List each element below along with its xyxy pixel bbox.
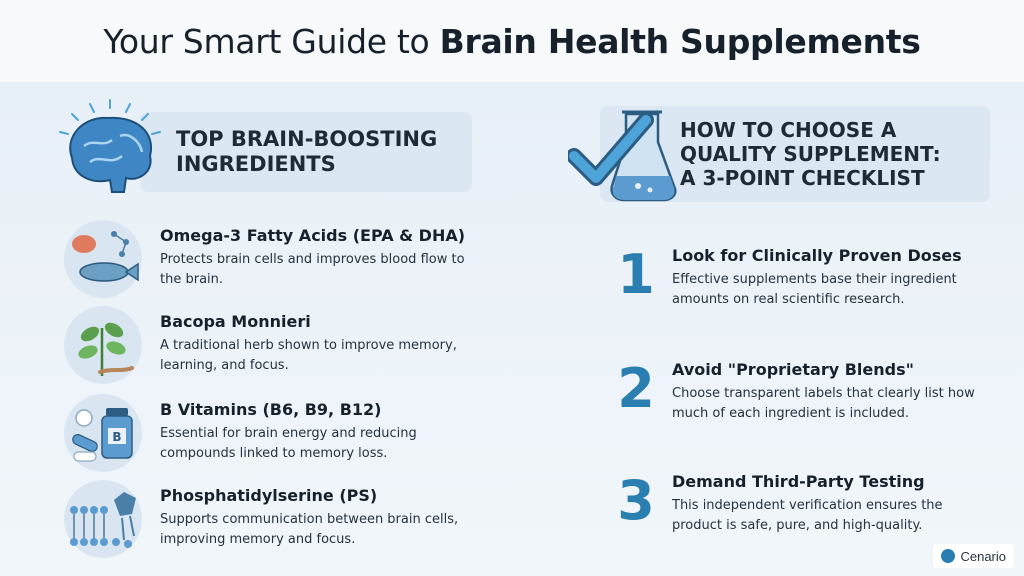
ingredients-heading-text: TOP BRAIN-BOOSTING INGREDIENTS [176, 127, 437, 177]
ingredient-description: A traditional herb shown to improve memo… [160, 338, 457, 373]
checklist-heading-line3: A 3-POINT CHECKLIST [680, 166, 925, 190]
checkmark-flask-icon [566, 98, 678, 208]
step-title: Demand Third-Party Testing [672, 472, 925, 491]
checklist-heading-line2: QUALITY SUPPLEMENT: [680, 142, 941, 166]
ingredients-heading: TOP BRAIN-BOOSTING INGREDIENTS [140, 112, 472, 192]
step-description: Effective supplements base their ingredi… [672, 272, 957, 307]
step-description: This independent verification ensures th… [672, 498, 943, 533]
step-title: Look for Clinically Proven Doses [672, 246, 962, 265]
brand-name: Cenario [960, 548, 1006, 564]
cell-membrane-icon [64, 480, 142, 558]
ingredient-description: Supports communication between brain cel… [160, 512, 459, 547]
ingredient-description: Protects brain cells and improves blood … [160, 252, 465, 287]
brand-badge: Cenario [933, 544, 1014, 568]
ingredients-heading-line1: TOP BRAIN-BOOSTING [176, 126, 438, 151]
page-title: Your Smart Guide to Brain Health Supplem… [103, 21, 921, 61]
pills-icon: B [64, 394, 142, 472]
herb-icon [64, 306, 142, 384]
step-number: 3 [617, 469, 655, 532]
brand-logo-icon [941, 549, 956, 563]
ingredient-item: B B Vitamins (B6, B9, B12) Essential for… [56, 394, 526, 474]
ingredient-name: Omega-3 Fatty Acids (EPA & DHA) [160, 226, 466, 245]
checklist-heading-text: HOW TO CHOOSE A QUALITY SUPPLEMENT: A 3-… [680, 118, 941, 190]
checklist-step: 3 Demand Third-Party Testing This indepe… [612, 468, 1002, 548]
ingredient-name: Bacopa Monnieri [160, 312, 311, 331]
ingredient-name: Phosphatidylserine (PS) [160, 486, 378, 505]
svg-text:B: B [112, 430, 121, 444]
page-title-regular: Your Smart Guide to [103, 21, 440, 61]
checklist-step: 1 Look for Clinically Proven Doses Effec… [612, 242, 1002, 322]
fish-icon [64, 220, 142, 298]
ingredient-name: B Vitamins (B6, B9, B12) [160, 400, 382, 419]
brain-icon [50, 96, 170, 206]
checklist-step: 2 Avoid "Proprietary Blends" Choose tran… [612, 356, 1002, 436]
header: Your Smart Guide to Brain Health Supplem… [0, 0, 1024, 82]
ingredient-item: Phosphatidylserine (PS) Supports communi… [56, 480, 526, 560]
ingredient-item: Bacopa Monnieri A traditional herb shown… [56, 306, 526, 386]
ingredient-description: Essential for brain energy and reducing … [160, 426, 417, 461]
ingredient-item: Omega-3 Fatty Acids (EPA & DHA) Protects… [56, 220, 526, 300]
page-title-bold: Brain Health Supplements [439, 21, 921, 61]
step-number: 1 [617, 243, 655, 306]
checklist-heading-line1: HOW TO CHOOSE A [680, 118, 897, 142]
step-title: Avoid "Proprietary Blends" [672, 360, 914, 379]
step-number: 2 [617, 357, 655, 420]
checklist-heading: HOW TO CHOOSE A QUALITY SUPPLEMENT: A 3-… [600, 106, 990, 202]
ingredients-heading-line2: INGREDIENTS [176, 152, 336, 176]
step-description: Choose transparent labels that clearly l… [672, 386, 975, 421]
